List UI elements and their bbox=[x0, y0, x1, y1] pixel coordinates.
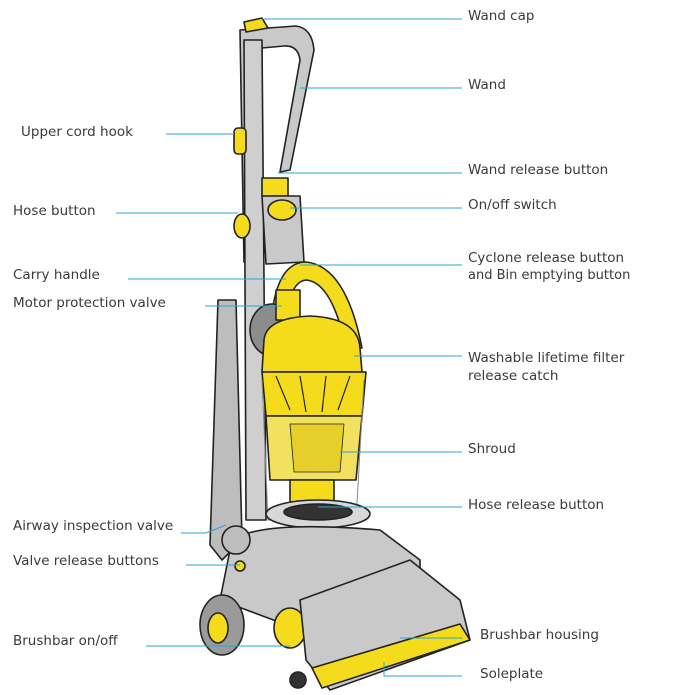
label-wand-cap: Wand cap bbox=[468, 8, 535, 24]
side-wheel-hub bbox=[207, 612, 229, 644]
hose-release-part bbox=[289, 479, 335, 503]
shroud-mesh bbox=[289, 423, 345, 473]
label-washable-filter-2: release catch bbox=[468, 368, 559, 384]
label-motor-protection-valve: Motor protection valve bbox=[13, 295, 166, 311]
valve-release-buttons-part bbox=[234, 560, 246, 572]
wand-tube bbox=[243, 39, 267, 521]
label-washable-filter-1: Washable lifetime filter bbox=[468, 350, 625, 366]
hose-button-part bbox=[233, 213, 251, 239]
label-brushbar-housing: Brushbar housing bbox=[480, 627, 599, 643]
on-off-switch-part bbox=[267, 199, 297, 221]
label-cyclone-release-1: Cyclone release button bbox=[468, 250, 625, 266]
motor-protection-valve-part bbox=[275, 289, 301, 321]
label-wand: Wand bbox=[468, 77, 506, 93]
leader-airway bbox=[181, 524, 227, 534]
upper-cord-hook-part bbox=[233, 127, 247, 155]
vacuum-illustration bbox=[199, 17, 471, 691]
label-valve-release-buttons: Valve release buttons bbox=[13, 553, 159, 569]
label-cyclone-release-2: and Bin emptying button bbox=[468, 268, 631, 283]
wand-cap-part bbox=[243, 17, 269, 33]
cyclone-head bbox=[261, 315, 363, 373]
label-wand-release-button: Wand release button bbox=[468, 162, 609, 178]
rear-hose bbox=[209, 299, 243, 561]
cone-lines bbox=[275, 375, 351, 413]
label-brushbar-on-off: Brushbar on/off bbox=[13, 633, 118, 649]
front-wheel bbox=[289, 671, 307, 689]
label-carry-handle: Carry handle bbox=[13, 267, 100, 283]
label-hose-release-button: Hose release button bbox=[468, 497, 605, 513]
carry-handle-part bbox=[269, 261, 363, 349]
label-upper-cord-hook: Upper cord hook bbox=[21, 124, 133, 140]
label-hose-button: Hose button bbox=[13, 203, 96, 219]
label-on-off-switch: On/off switch bbox=[468, 197, 557, 213]
airway-inspection-valve-part bbox=[221, 525, 251, 555]
brushbar-housing-part bbox=[311, 623, 471, 689]
label-soleplate: Soleplate bbox=[480, 666, 544, 682]
leader-soleplate bbox=[383, 662, 462, 677]
leader-lines bbox=[116, 18, 462, 677]
wand-release-collar bbox=[261, 177, 289, 197]
label-airway-inspection-valve: Airway inspection valve bbox=[13, 518, 174, 534]
label-shroud: Shroud bbox=[468, 441, 516, 457]
base-ring-inner bbox=[283, 503, 353, 521]
